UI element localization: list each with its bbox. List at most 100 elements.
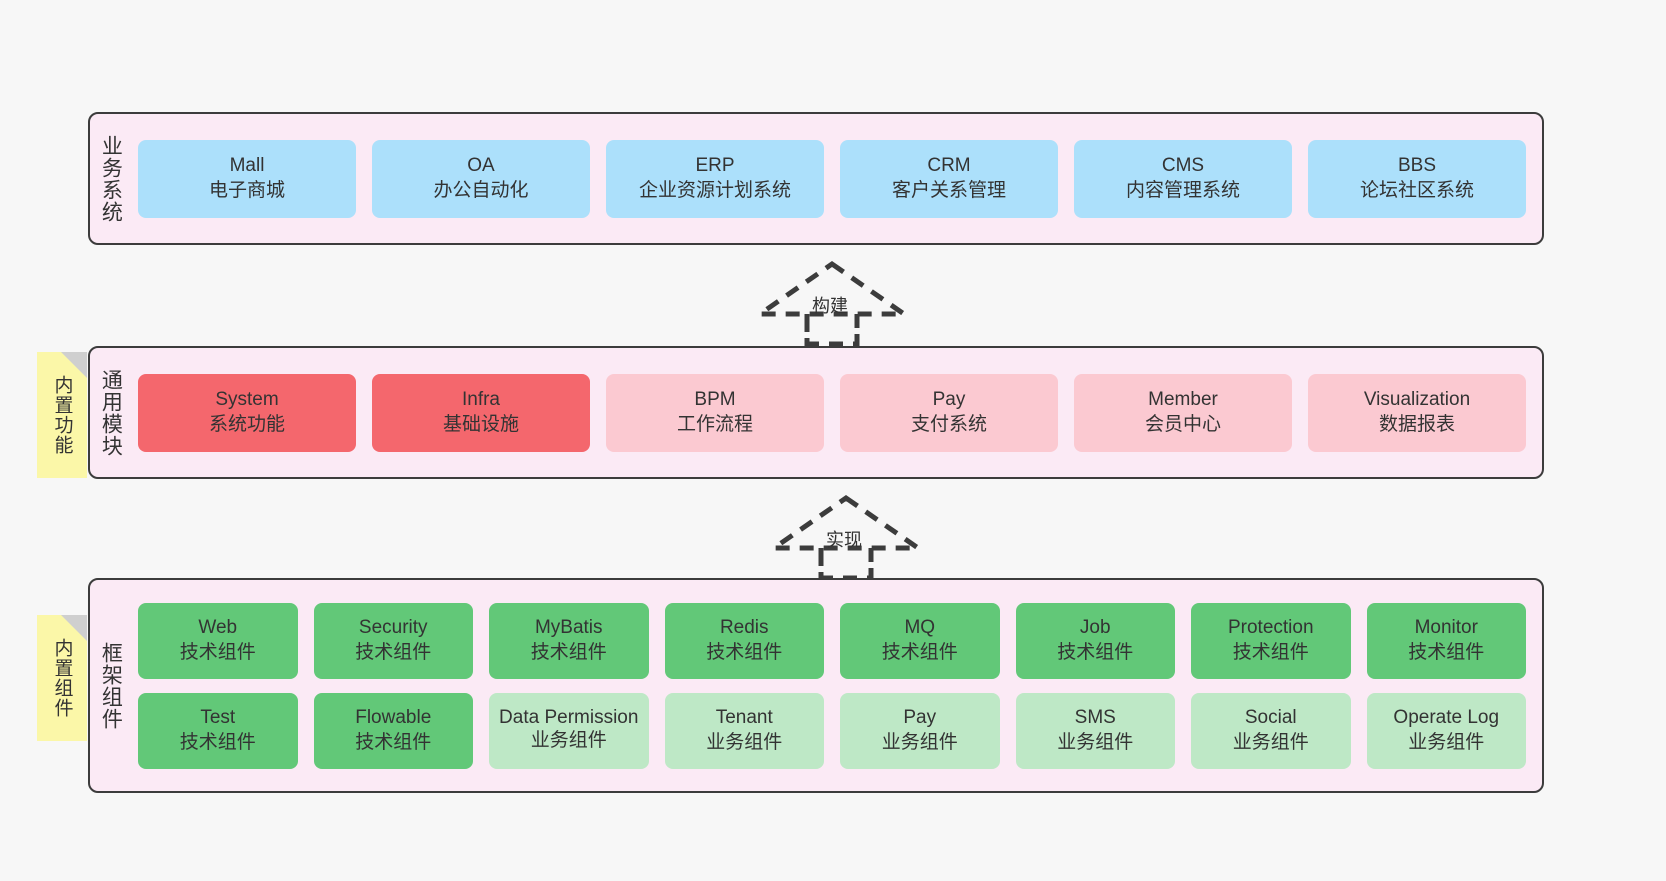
- card-sms[interactable]: SMS 业务组件: [1015, 692, 1175, 769]
- card-operate-log[interactable]: Operate Log 业务组件: [1366, 692, 1526, 769]
- card-protection[interactable]: Protection 技术组件: [1191, 602, 1351, 679]
- card-job[interactable]: Job 技术组件: [1015, 602, 1175, 679]
- card-title-en: System: [215, 389, 279, 411]
- layer-body-framework-component: Web 技术组件 Security 技术组件 MyBatis 技术组件 Redi…: [130, 580, 1542, 791]
- note-label: 内置功能: [51, 375, 73, 455]
- note-fold-corner-icon: [61, 615, 87, 641]
- card-title-cn: 业务组件: [530, 730, 607, 752]
- connector-implement-label: 实现: [826, 530, 862, 550]
- card-mq[interactable]: MQ 技术组件: [840, 602, 1000, 679]
- card-title-en: Tenant: [715, 707, 773, 729]
- card-title-cn: 电子商城: [208, 179, 285, 201]
- card-title-cn: 技术组件: [1057, 641, 1134, 663]
- card-title-en: Data Permission: [499, 707, 639, 729]
- card-title-en: Web: [198, 617, 238, 639]
- card-redis[interactable]: Redis 技术组件: [664, 602, 824, 679]
- card-title-en: MyBatis: [534, 617, 603, 639]
- note-label: 内置组件: [51, 638, 73, 718]
- card-title-cn: 业务组件: [1408, 731, 1485, 753]
- card-title-cn: 技术组件: [706, 641, 783, 663]
- framework-row-business: Test 技术组件 Flowable 技术组件 Data Permission …: [138, 692, 1526, 769]
- card-title-en: Pay: [932, 389, 966, 411]
- card-title-cn: 办公自动化: [433, 179, 529, 201]
- card-title-cn: 业务组件: [881, 731, 958, 753]
- layer-body-business-system: Mall 电子商城 OA 办公自动化 ERP 企业资源计划系统 CRM 客户关系…: [130, 114, 1542, 243]
- card-title-en: BBS: [1397, 155, 1437, 177]
- card-title-en: Protection: [1227, 617, 1314, 639]
- framework-row-technical: Web 技术组件 Security 技术组件 MyBatis 技术组件 Redi…: [138, 602, 1526, 679]
- card-pay-component[interactable]: Pay 业务组件: [840, 692, 1000, 769]
- card-title-en: Security: [358, 617, 428, 639]
- card-title-cn: 技术组件: [1408, 641, 1485, 663]
- note-builtin-feature: 内置功能: [37, 352, 87, 478]
- card-title-cn: 支付系统: [910, 413, 987, 435]
- card-title-en: OA: [467, 155, 495, 177]
- card-title-en: CRM: [927, 155, 971, 177]
- card-data-permission[interactable]: Data Permission 业务组件: [489, 692, 649, 769]
- connector-build-stem: [804, 318, 860, 346]
- card-visualization[interactable]: Visualization 数据报表: [1308, 373, 1526, 452]
- card-bbs[interactable]: BBS 论坛社区系统: [1308, 139, 1526, 218]
- card-crm[interactable]: CRM 客户关系管理: [840, 139, 1058, 218]
- card-title-cn: 工作流程: [676, 413, 753, 435]
- card-title-cn: 技术组件: [179, 731, 256, 753]
- card-test[interactable]: Test 技术组件: [138, 692, 298, 769]
- layer-business-system: 业务系统 Mall 电子商城 OA 办公自动化 ERP 企业资源计划系统 CRM…: [88, 112, 1544, 245]
- card-system[interactable]: System 系统功能: [138, 373, 356, 452]
- card-title-en: Operate Log: [1393, 707, 1500, 729]
- connector-implement-stem: [818, 552, 874, 580]
- card-title-cn: 企业资源计划系统: [638, 179, 791, 201]
- card-web[interactable]: Web 技术组件: [138, 602, 298, 679]
- card-security[interactable]: Security 技术组件: [313, 602, 473, 679]
- layer-title-business-system: 业务系统: [99, 134, 123, 223]
- card-flowable[interactable]: Flowable 技术组件: [313, 692, 473, 769]
- card-title-cn: 技术组件: [179, 641, 256, 663]
- card-title-cn: 数据报表: [1378, 413, 1455, 435]
- card-title-cn: 业务组件: [706, 731, 783, 753]
- card-bpm[interactable]: BPM 工作流程: [606, 373, 824, 452]
- card-title-cn: 技术组件: [530, 641, 607, 663]
- connector-build-label: 构建: [812, 296, 848, 316]
- note-fold-corner-icon: [61, 352, 87, 378]
- layer-title-framework-component: 框架组件: [99, 641, 123, 730]
- card-title-en: Infra: [461, 389, 501, 411]
- card-title-en: Flowable: [355, 707, 432, 729]
- card-oa[interactable]: OA 办公自动化: [372, 139, 590, 218]
- card-title-en: Member: [1148, 389, 1218, 411]
- layer-common-module: 通用模块 System 系统功能 Infra 基础设施 BPM 工作流程 Pay…: [88, 346, 1544, 479]
- card-title-en: ERP: [695, 155, 735, 177]
- card-title-en: Job: [1079, 617, 1111, 639]
- layer-body-common-module: System 系统功能 Infra 基础设施 BPM 工作流程 Pay 支付系统…: [130, 348, 1542, 477]
- layer-title-common-module: 通用模块: [99, 368, 123, 457]
- card-social[interactable]: Social 业务组件: [1191, 692, 1351, 769]
- card-title-cn: 业务组件: [1057, 731, 1134, 753]
- card-tenant[interactable]: Tenant 业务组件: [664, 692, 824, 769]
- card-title-en: MQ: [904, 617, 936, 639]
- card-title-en: SMS: [1074, 707, 1116, 729]
- card-title-cn: 论坛社区系统: [1359, 179, 1474, 201]
- card-erp[interactable]: ERP 企业资源计划系统: [606, 139, 824, 218]
- card-title-cn: 业务组件: [1232, 731, 1309, 753]
- card-title-cn: 技术组件: [355, 731, 432, 753]
- card-title-cn: 内容管理系统: [1125, 179, 1240, 201]
- card-title-cn: 技术组件: [881, 641, 958, 663]
- card-pay-module[interactable]: Pay 支付系统: [840, 373, 1058, 452]
- card-monitor[interactable]: Monitor 技术组件: [1366, 602, 1526, 679]
- card-mall[interactable]: Mall 电子商城: [138, 139, 356, 218]
- card-mybatis[interactable]: MyBatis 技术组件: [489, 602, 649, 679]
- card-cms[interactable]: CMS 内容管理系统: [1074, 139, 1292, 218]
- card-member[interactable]: Member 会员中心: [1074, 373, 1292, 452]
- card-title-en: Redis: [719, 617, 769, 639]
- layer-framework-component: 框架组件 Web 技术组件 Security 技术组件 MyBatis 技术组件…: [88, 578, 1544, 793]
- card-title-en: CMS: [1161, 155, 1205, 177]
- card-infra[interactable]: Infra 基础设施: [372, 373, 590, 452]
- card-title-en: BPM: [694, 389, 736, 411]
- card-title-cn: 技术组件: [1232, 641, 1309, 663]
- card-title-cn: 系统功能: [208, 413, 285, 435]
- card-title-en: Test: [200, 707, 236, 729]
- note-builtin-component: 内置组件: [37, 615, 87, 741]
- card-title-cn: 会员中心: [1144, 413, 1221, 435]
- card-title-en: Pay: [903, 707, 937, 729]
- card-title-en: Visualization: [1363, 389, 1471, 411]
